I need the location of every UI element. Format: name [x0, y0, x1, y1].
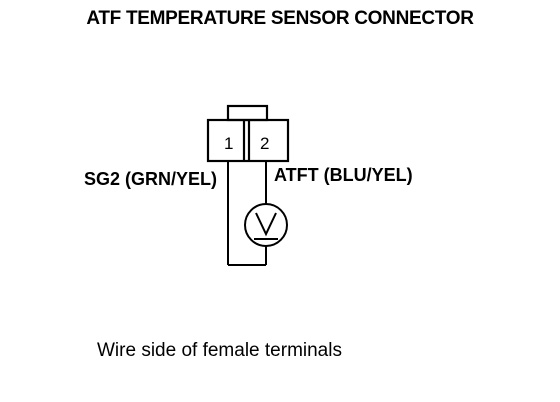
diagram-caption: Wire side of female terminals [97, 340, 342, 361]
voltmeter-icon [244, 203, 288, 247]
terminal-1-number: 1 [224, 134, 233, 153]
connector-lock-tab [226, 104, 269, 122]
terminal-2-number: 2 [260, 134, 269, 153]
diagram-title: ATF TEMPERATURE SENSOR CONNECTOR [86, 8, 474, 29]
wire-label-atft: ATFT (BLU/YEL) [274, 165, 413, 185]
wire-label-sg2: SG2 (GRN/YEL) [83, 169, 217, 189]
